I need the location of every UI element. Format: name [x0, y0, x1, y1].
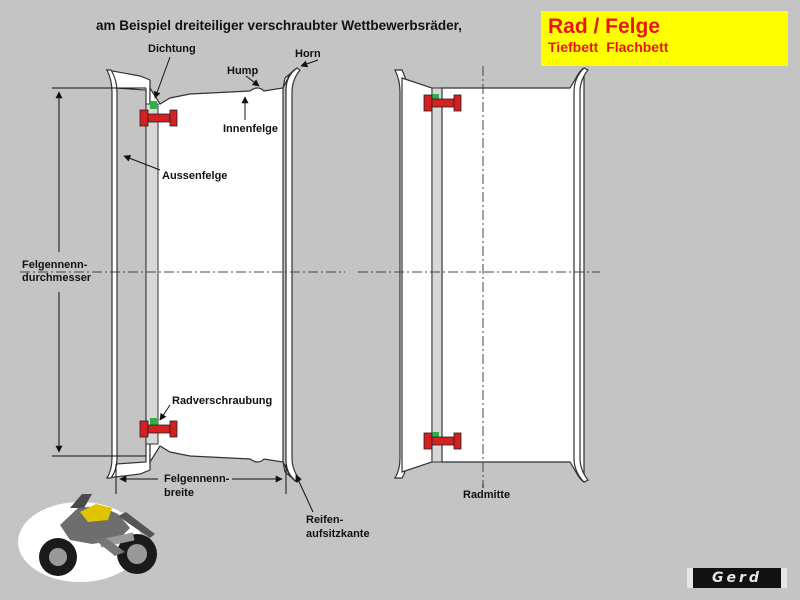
motorcycle-illustration: [18, 494, 157, 582]
flat-outer-rim: [401, 77, 433, 473]
label-reifen-line2: aufsitzkante: [306, 528, 370, 540]
title-box: Rad / Felge Tiefbett Flachbett: [541, 11, 788, 66]
label-diameter-line2: durchmesser: [22, 272, 92, 284]
center-disc: [145, 103, 159, 445]
label-width-line2: breite: [164, 487, 194, 499]
flat-bolt-bottom: [423, 432, 462, 450]
horn-ring-outer: [285, 67, 301, 483]
outer-flange-lip: [105, 69, 118, 479]
width-dimension: [115, 464, 287, 494]
gerd-logo: Gerd: [687, 568, 787, 588]
leader-lines: [123, 56, 484, 513]
label-hump: Hump: [227, 65, 258, 77]
bolt-top: [139, 109, 178, 127]
diameter-dimension: [52, 87, 146, 457]
label-radverschraubung: Radverschraubung: [172, 395, 272, 407]
flat-seal-bottom: [432, 432, 439, 440]
flat-bolt-top: [423, 94, 462, 112]
flat-horn-ring: [573, 67, 589, 483]
drop-center-rim: [105, 67, 301, 483]
label-aussenfelge: Aussenfelge: [162, 170, 227, 182]
flat-seal-top: [432, 94, 439, 102]
seal-bottom: [150, 418, 157, 426]
label-dichtung: Dichtung: [148, 43, 196, 55]
flat-center-disc: [431, 87, 443, 463]
label-radmitte: Radmitte: [463, 489, 510, 501]
seal-top: [150, 101, 157, 109]
title-sub: Tiefbett Flachbett: [548, 39, 669, 55]
inner-rim-half: [149, 67, 298, 483]
flat-inner-rim: [441, 67, 585, 483]
label-diameter-line1: Felgennenn-: [22, 259, 88, 271]
header-subtitle: am Beispiel dreiteiliger verschraubter W…: [96, 18, 462, 33]
flat-base-rim: [393, 67, 589, 483]
label-horn: Horn: [295, 48, 321, 60]
label-width-line1: Felgennenn-: [164, 473, 230, 485]
label-reifen-line1: Reifen-: [306, 514, 344, 526]
bolt-bottom: [139, 420, 178, 438]
label-innenfelge: Innenfelge: [223, 123, 278, 135]
title-main: Rad / Felge: [548, 15, 661, 38]
